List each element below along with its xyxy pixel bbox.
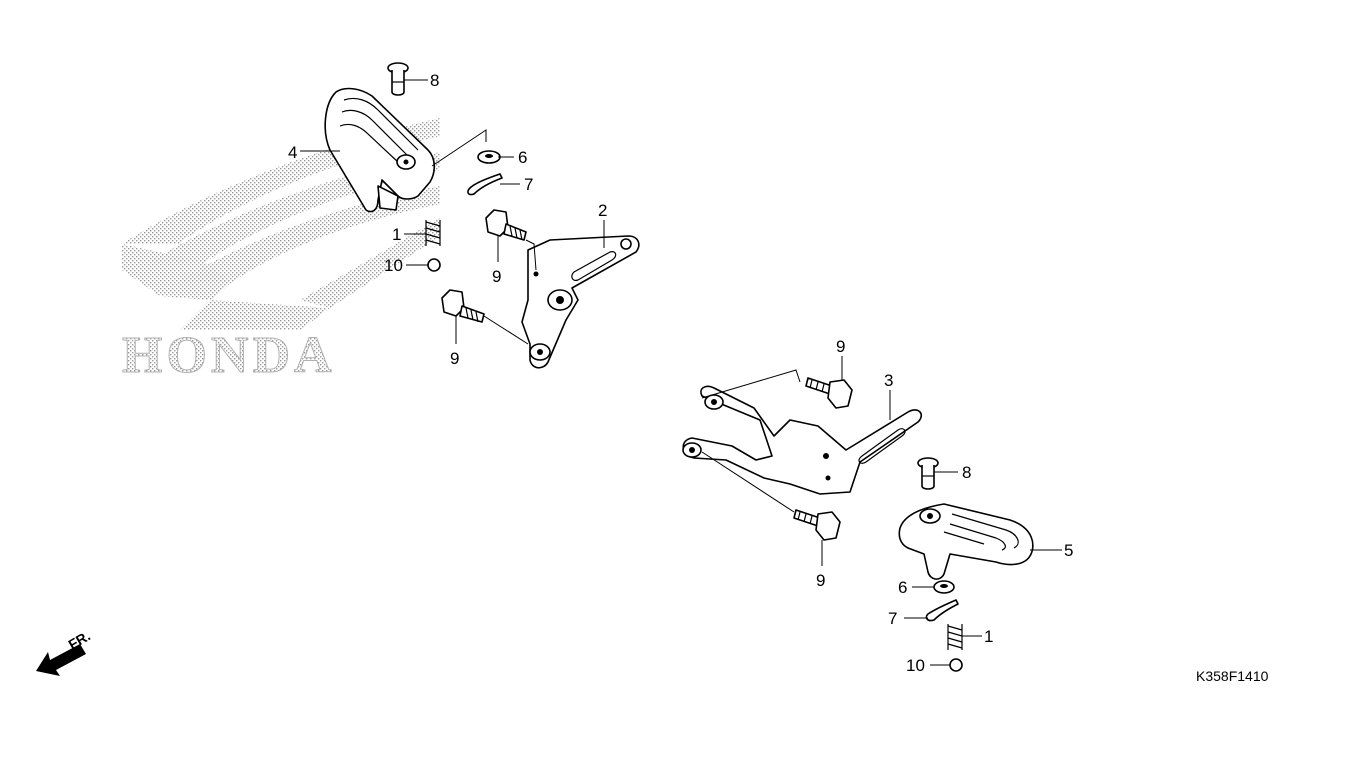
callout-label: 8 xyxy=(962,463,971,482)
right-bracket xyxy=(682,385,923,495)
left-bolt-upper xyxy=(485,209,527,241)
diagram-code: K358F1410 xyxy=(1196,668,1269,684)
callout-numbers: 8 4 6 7 1 10 2 9 9 9 3 8 5 9 6 7 1 10 xyxy=(288,71,1073,675)
callout-label: 1 xyxy=(984,627,993,646)
callout-label: 4 xyxy=(288,143,297,162)
leader-lines xyxy=(300,79,1062,666)
direction-label: FR. xyxy=(66,627,94,652)
callout-label: 9 xyxy=(450,349,459,368)
callout-label: 3 xyxy=(884,371,893,390)
callout-label: 10 xyxy=(906,656,925,675)
callout-label: 6 xyxy=(518,148,527,167)
callout-label: 10 xyxy=(384,256,403,275)
callout-label: 7 xyxy=(888,609,897,628)
left-pin xyxy=(387,62,409,96)
callout-label: 7 xyxy=(524,175,533,194)
right-cotter-pin xyxy=(925,599,959,622)
callout-label: 9 xyxy=(816,571,825,590)
callout-label: 2 xyxy=(598,201,607,220)
callout-label: 6 xyxy=(898,578,907,597)
honda-wing-logo: HONDA xyxy=(122,118,440,385)
callout-label: 9 xyxy=(836,337,845,356)
right-spring xyxy=(947,624,963,650)
callout-label: 1 xyxy=(392,225,401,244)
left-ball xyxy=(427,258,441,272)
right-bolt-upper xyxy=(805,377,853,409)
callout-label: 8 xyxy=(430,71,439,90)
left-bracket xyxy=(521,235,640,369)
right-ball xyxy=(949,658,963,672)
left-footpeg xyxy=(324,87,436,213)
watermark-text: HONDA xyxy=(122,327,336,384)
right-footpeg xyxy=(898,503,1034,580)
left-spring xyxy=(425,220,441,246)
left-bolt-lower xyxy=(441,289,485,323)
left-cotter-pin xyxy=(467,173,503,196)
left-washer xyxy=(477,150,501,164)
callout-label: 5 xyxy=(1064,541,1073,560)
right-pin xyxy=(917,457,939,490)
right-washer xyxy=(933,580,955,594)
front-direction-indicator: FR. xyxy=(36,627,93,676)
right-bolt-lower xyxy=(793,509,841,541)
callout-label: 9 xyxy=(492,267,501,286)
arrow-left-down-icon xyxy=(36,644,86,676)
